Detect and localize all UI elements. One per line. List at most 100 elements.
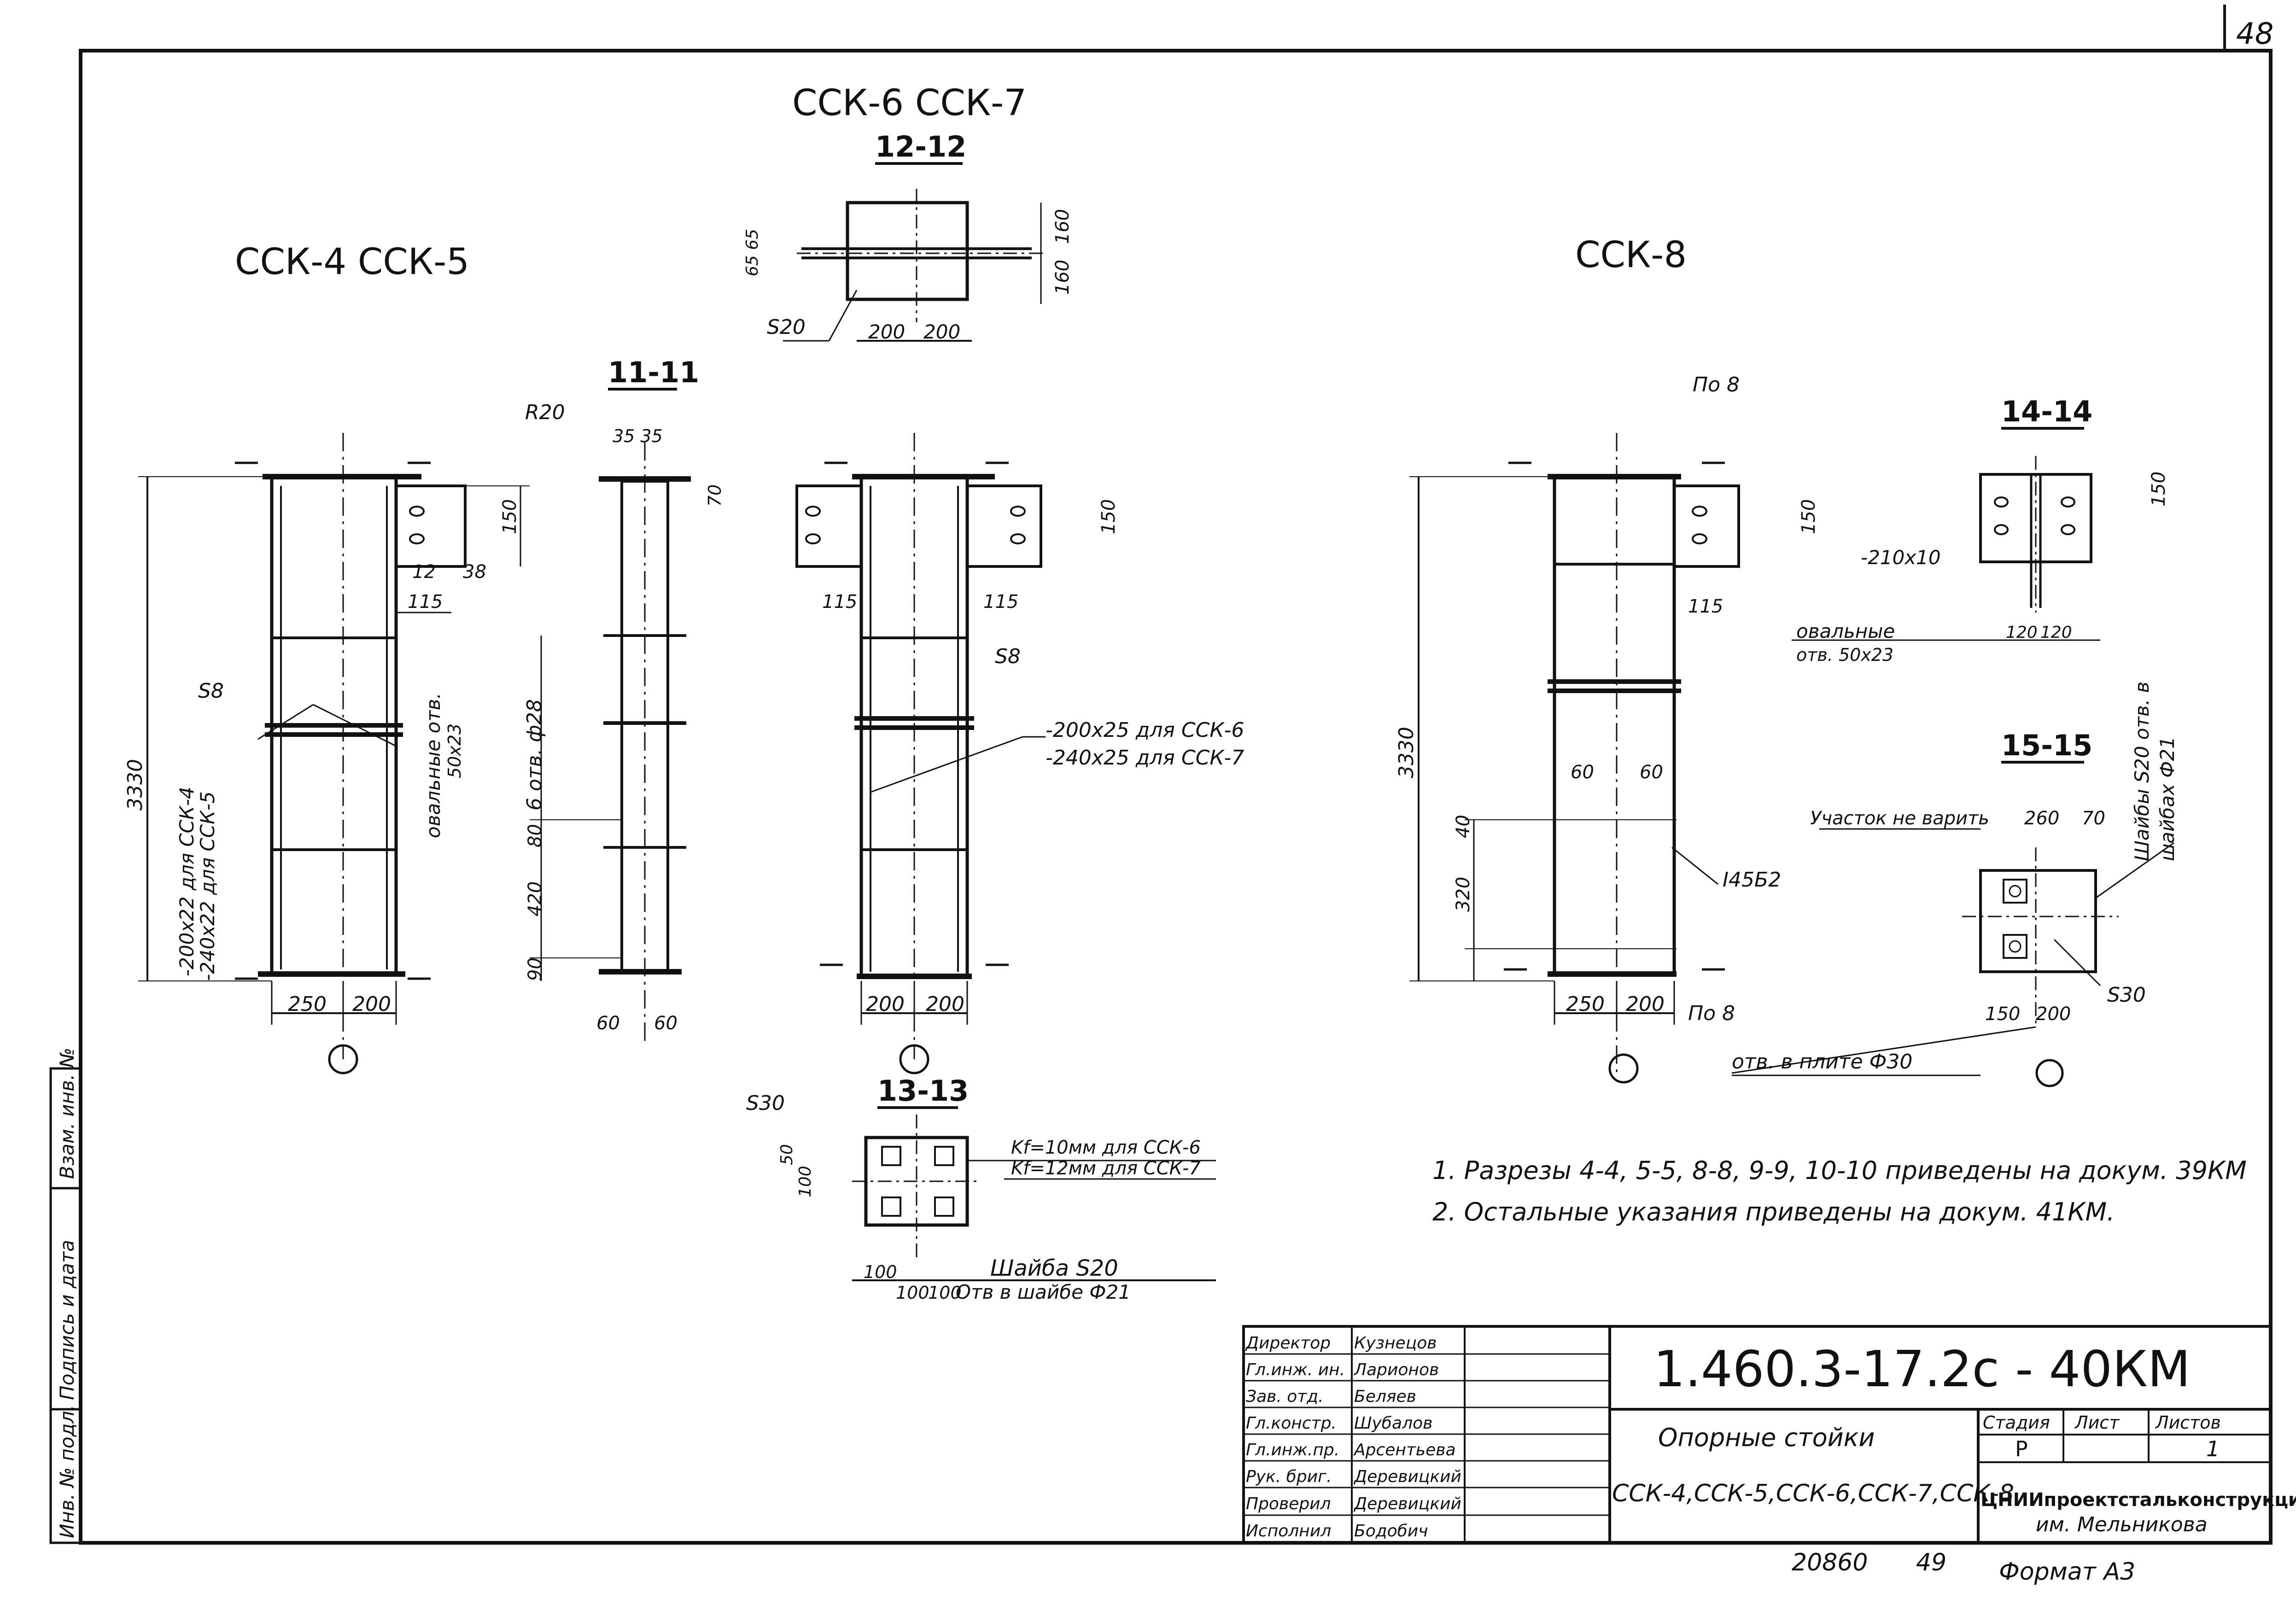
section-12-title: 12-12: [875, 130, 966, 163]
dim-6565: 65 65: [743, 229, 762, 276]
signer-role-8: Исполнил: [1246, 1522, 1331, 1541]
signer-role-1: Директор: [1245, 1334, 1331, 1353]
dim-200-f: 200: [2036, 1004, 2071, 1025]
dim-420: 420: [525, 881, 546, 916]
section-14-drawing: [1792, 456, 2100, 641]
dim-120-b: 120: [2040, 623, 2072, 642]
label-oval: овальные: [1796, 620, 1895, 642]
label-plate-ssk4: -200x22 для ССК-4: [175, 787, 198, 976]
view-title-ssk8: ССК-8: [1575, 234, 1687, 276]
inv-replacement-label: Взам. инв. №: [56, 1048, 78, 1179]
dim-100-a: 100: [864, 1262, 897, 1282]
dim-12: 12: [412, 561, 436, 583]
dim-70-b: 70: [2082, 808, 2105, 829]
signer-name-2: Ларионов: [1353, 1360, 1439, 1379]
dim-150-c: 150: [1798, 499, 1819, 534]
axis-marker: [2035, 1059, 2064, 1087]
signer-name-6: Деревицкий: [1353, 1467, 1461, 1486]
sheets-header: Листов: [2155, 1412, 2221, 1433]
dim-60-c: 60: [1571, 762, 1594, 783]
view-title-ssk45: ССК-4 ССК-5: [235, 241, 469, 283]
signer-name-4: Шубалов: [1354, 1414, 1432, 1433]
label-s20: S20: [767, 315, 806, 339]
dim-160-bottom: 160: [1052, 260, 1073, 295]
dim-60-right: 60: [654, 1013, 678, 1034]
label-plate-ssk5: -240x22 для ССК-5: [196, 791, 219, 981]
dim-200-d: 200: [926, 992, 964, 1016]
dim-250: 250: [288, 992, 327, 1016]
label-washer-s20: Шайба S20: [990, 1255, 1118, 1281]
label-plate-hole: отв. в плите Ф30: [1732, 1050, 1912, 1074]
axis-marker: [899, 1044, 929, 1074]
side-stamp: Взам. инв. № Подпись и дата Инв. № подл.: [49, 1048, 82, 1544]
label-washers-s20: Шайбы S20 отв. в: [2131, 682, 2153, 861]
label-holes-28: 6 отв. ф28: [523, 699, 546, 811]
label-s30: S30: [746, 1091, 785, 1115]
signer-role-7: Проверил: [1246, 1494, 1331, 1513]
archive-number: 20860: [1792, 1549, 1868, 1576]
section-12-drawing: [783, 189, 1046, 342]
section-11-drawing: [530, 442, 691, 1041]
dim-250-b: 250: [1566, 992, 1605, 1016]
signer-name-5: Арсентьева: [1353, 1441, 1456, 1459]
label-s8-b: S8: [995, 645, 1021, 668]
signer-role-2: Гл.инж. ин.: [1246, 1360, 1345, 1379]
dim-320: 320: [1453, 877, 1474, 912]
label-no-weld: Участок не варить: [1810, 808, 1989, 829]
dim-80: 80: [525, 824, 546, 847]
dim-150-b: 150: [1098, 499, 1119, 534]
dim-90: 90: [525, 957, 546, 981]
dim-115-right: 115: [983, 591, 1018, 613]
dim-38: 38: [463, 561, 486, 583]
sheet-header: Лист: [2074, 1412, 2120, 1433]
dim-60-left: 60: [596, 1013, 620, 1034]
note-1: 1. Разрезы 4-4, 5-5, 8-8, 9-9, 10-10 при…: [1432, 1156, 2247, 1185]
sheet-number: 48: [2236, 17, 2273, 51]
axis-marker: [1608, 1053, 1639, 1084]
label-oval-holes-2: отв. 50x23: [1796, 645, 1893, 665]
dim-40: 40: [1453, 815, 1474, 838]
paper-format: Формат А3: [1999, 1558, 2135, 1586]
dim-100-c: 100: [928, 1283, 962, 1303]
dim-70: 70: [705, 484, 725, 507]
archive-sheet: 49: [1916, 1549, 1946, 1576]
signer-name-3: Беляев: [1354, 1387, 1416, 1406]
label-oval-holes: овальные отв.: [422, 693, 444, 838]
dim-height-3330: 3330: [123, 759, 147, 811]
organization-name: ЦНИИпроектстальконструкция: [1981, 1489, 2296, 1511]
dim-200: 200: [352, 992, 391, 1016]
column-ssk45-elevation: [138, 433, 530, 1074]
signer-role-6: Рук. бриг.: [1246, 1467, 1332, 1486]
label-kf10: Kf=10мм для ССК-6: [1011, 1137, 1201, 1158]
label-po8-top: По 8: [1693, 373, 1740, 397]
inv-original-label: Инв. № подл.: [56, 1405, 78, 1538]
label-s30-b: S30: [2107, 983, 2146, 1007]
section-14-title: 14-14: [2001, 395, 2092, 428]
dim-200-c: 200: [866, 992, 905, 1016]
column-ssk8-elevation: [1409, 433, 1740, 1084]
title-block: [1242, 1325, 2272, 1544]
dim-200-e: 200: [1626, 992, 1665, 1016]
outer-frame: [79, 49, 2273, 1545]
stage-value: Р: [2015, 1436, 2028, 1461]
dim-100-b: 100: [896, 1283, 929, 1303]
column-ssk67-elevation: [795, 433, 1046, 1074]
signer-name-1: Кузнецов: [1354, 1334, 1437, 1353]
label-r20: R20: [525, 401, 565, 424]
section-11-title: 11-11: [608, 356, 699, 389]
dim-260: 260: [2024, 808, 2059, 829]
dim-100-d: 100: [796, 1166, 815, 1197]
label-kf12: Kf=12мм для ССК-7: [1011, 1158, 1201, 1179]
dim-150: 150: [499, 499, 520, 534]
label-plate-ssk6: -200x25 для ССК-6: [1046, 718, 1244, 742]
dim-115-c: 115: [1688, 596, 1723, 617]
section-13-title: 13-13: [877, 1074, 969, 1108]
dim-50-a: 50: [777, 1144, 796, 1165]
dim-3535: 35 35: [613, 426, 663, 446]
dim-height-3330-b: 3330: [1395, 727, 1418, 778]
dim-120-a: 120: [2006, 623, 2038, 642]
drawing-name-line2: ССК-4,ССК-5,ССК-6,ССК-7,ССК-8: [1612, 1480, 2014, 1507]
organization-subtitle: им. Мельникова: [2036, 1513, 2208, 1536]
label-oval-size: 50x23: [444, 724, 465, 778]
